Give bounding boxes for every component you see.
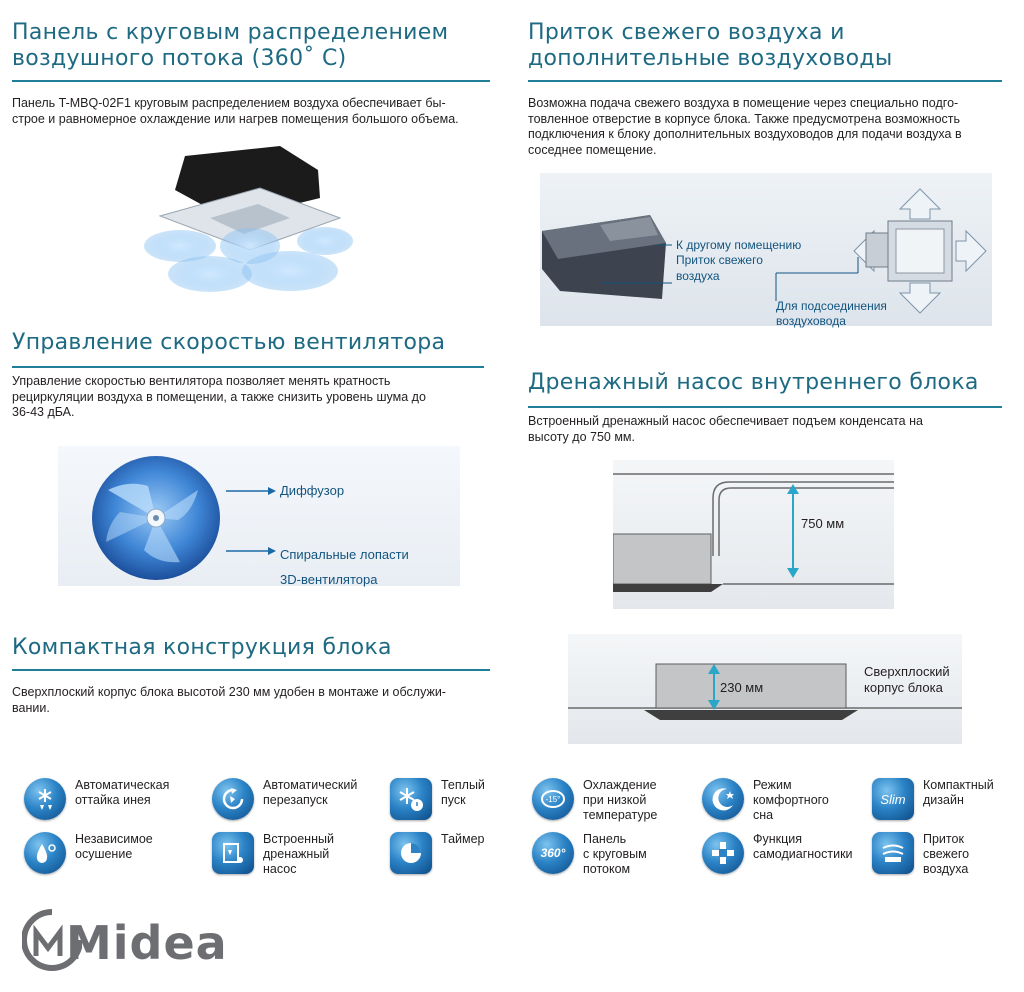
feature-timer: Таймер [390, 832, 550, 874]
compact-section-rule [12, 669, 490, 671]
feature-low-temp-cooling: -15° Охлаждение при низкой температуре [532, 778, 692, 823]
drain-pump-drawing [613, 473, 894, 592]
feature-label: Охлаждение при низкой температуре [583, 778, 658, 822]
feature-compact-design: Slim Компактный дизайн [872, 778, 1024, 820]
feature-sleep-mode: Режим комфортного сна [702, 778, 862, 823]
feature-auto-defrost: Автоматическая оттайка инея [24, 778, 184, 820]
callout-diffuser: Диффузор [280, 483, 345, 498]
pump-height-label: 750 мм [801, 516, 845, 531]
pump-section-text: Встроенный дренажный насос обеспечивает … [528, 414, 923, 444]
restart-icon [212, 778, 254, 820]
snowflake-drop-icon [24, 778, 66, 820]
feature-label: Функция самодиагностики [753, 832, 853, 861]
feature-label: Автоматическая оттайка инея [75, 778, 170, 807]
fresh-air-section: Приток свежего воздуха и дополнительные … [528, 20, 1002, 158]
feature-auto-restart: Автоматический перезапуск [212, 778, 372, 820]
sleep-mode-icon [702, 778, 744, 820]
timer-icon [390, 832, 432, 874]
fan-section: Управление скоростью вентилятора Управле… [12, 330, 484, 421]
pump-section-title: Дренажный насос внутреннего блока [528, 370, 979, 395]
feature-panel-360: 360° Панель с круговым потоком [532, 832, 692, 877]
pump-section-rule [528, 406, 1002, 408]
feature-label: Панель с круговым потоком [583, 832, 647, 876]
callout-duct-connection: Для подсоединения воздуховода [776, 299, 887, 328]
callout-fresh-intake: Приток свежего воздуха [676, 253, 763, 283]
panel-section-rule [12, 80, 490, 82]
feature-self-diagnostics: Функция самодиагностики [702, 832, 862, 874]
feature-independent-dry: Независимое осушение [24, 832, 184, 874]
feature-warm-start: Теплый пуск [390, 778, 550, 820]
fresh-air-diagram [542, 188, 987, 314]
compact-body-label: Сверхплоский корпус блока [864, 664, 950, 695]
compact-section-title: Компактная конструкция блока [12, 635, 392, 660]
midea-logo-text: Midea [66, 916, 228, 970]
fresh-air-icon [872, 832, 914, 874]
feature-label: Таймер [441, 832, 485, 846]
slim-badge: Slim [880, 791, 906, 807]
cassette-unit-illustration [144, 146, 353, 292]
panel-section-title: Панель с круговым распределением воздушн… [12, 20, 449, 71]
feature-label: Режим комфортного сна [753, 778, 829, 822]
compact-section: Компактная конструкция блока Сверхплоски… [12, 635, 490, 716]
fan-section-rule [12, 366, 484, 368]
panel-360-badge: 360° [540, 846, 566, 860]
dry-mode-icon [24, 832, 66, 874]
feature-drain-pump: Встроенный дренажный насос [212, 832, 372, 877]
fresh-air-section-title: Приток свежего воздуха и дополнительные … [528, 20, 893, 71]
feature-label: Независимое осушение [75, 832, 153, 861]
drain-pump-diagram: 750 мм [613, 460, 894, 609]
compact-body-diagram: 230 мм Сверхплоский корпус блока [568, 634, 962, 744]
callout-blades: Спиральные лопасти 3D-вентилятора [280, 547, 409, 587]
fresh-air-section-text: Возможна подача свежего воздуха в помеще… [528, 96, 962, 157]
feature-label: Теплый пуск [441, 778, 485, 807]
svg-text:-15°: -15° [546, 795, 561, 804]
fan-wheel-illustration [92, 456, 220, 580]
compact-section-text: Сверхплоский корпус блока высотой 230 мм… [12, 685, 446, 715]
fan-illustration-panel: Диффузор Спиральные лопасти 3D-вентилято… [58, 446, 460, 587]
fan-section-text: Управление скоростью вентилятора позволя… [12, 374, 426, 419]
compact-height-label: 230 мм [720, 680, 764, 695]
pump-section: Дренажный насос внутреннего блока Встрое… [528, 370, 1002, 445]
slim-icon: Slim [872, 778, 914, 820]
compact-body-drawing [568, 663, 962, 720]
fresh-air-section-rule [528, 80, 1002, 82]
fan-section-title: Управление скоростью вентилятора [12, 330, 446, 355]
warm-start-icon [390, 778, 432, 820]
panel-section: Панель с круговым распределением воздушн… [12, 20, 490, 127]
feature-label: Встроенный дренажный насос [263, 832, 334, 876]
midea-logo: Midea [22, 906, 227, 976]
fresh-air-illustration-panel: К другому помещению Приток свежего возду… [540, 173, 992, 328]
panel-section-text: Панель T-MBQ-02F1 круговым распределение… [12, 96, 459, 126]
feature-label: Компактный дизайн [923, 778, 994, 807]
panel-360-icon: 360° [532, 832, 574, 874]
fan-callout-lines [226, 487, 276, 555]
feature-fresh-air: Приток свежего воздуха [872, 832, 1024, 877]
feature-label: Приток свежего воздуха [923, 832, 970, 876]
feature-label: Автоматический перезапуск [263, 778, 358, 807]
callout-other-room: К другому помещению [676, 238, 802, 252]
midea-logo-mark [22, 909, 82, 971]
self-diagnostics-icon [702, 832, 744, 874]
drain-pump-icon [212, 832, 254, 874]
low-temp-cooling-icon: -15° [532, 778, 574, 820]
